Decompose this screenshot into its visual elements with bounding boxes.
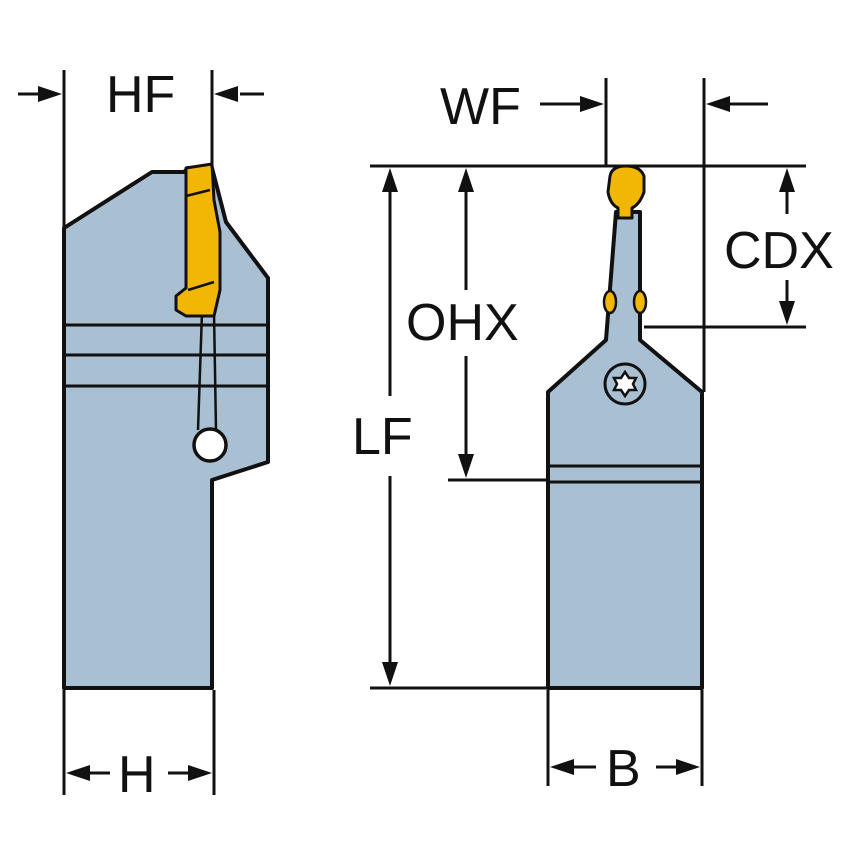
clamp-nub-left [602, 289, 618, 315]
h-dimension: H [62, 690, 216, 804]
front-view-holder-body [546, 210, 704, 690]
side-view [62, 162, 270, 690]
ohx-dimension: OHX [406, 168, 548, 482]
clamp-hole [192, 427, 228, 463]
hf-label: HF [106, 66, 175, 124]
side-view-holder-body [62, 166, 270, 690]
lf-label: LF [352, 408, 413, 466]
b-label: B [606, 740, 641, 798]
side-view-insert [174, 162, 222, 318]
wf-dimension: WF [440, 78, 768, 392]
hf-dimension: HF [18, 66, 264, 228]
ohx-label: OHX [406, 294, 519, 352]
clamp-slot [196, 311, 218, 431]
insert-edge [185, 188, 215, 292]
wf-label: WF [440, 78, 521, 136]
cdx-label: CDX [724, 222, 834, 280]
b-dimension: B [546, 690, 704, 798]
front-view [546, 164, 704, 690]
h-label: H [118, 746, 156, 804]
lf-dimension: LF [352, 168, 548, 690]
torx-socket-icon [611, 369, 639, 399]
clamp-nub-right [632, 289, 648, 315]
cdx-dimension: CDX [370, 164, 834, 329]
